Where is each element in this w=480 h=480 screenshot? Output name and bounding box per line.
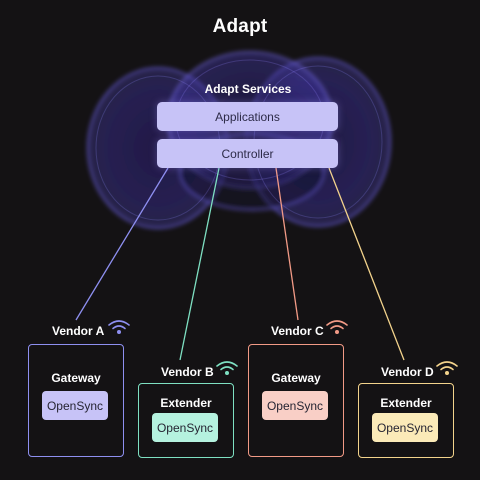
connector-vendor-c [275,167,299,321]
device-type-label: Extender [160,396,212,410]
opensync-chip: OpenSync [372,413,438,442]
wifi-icon [326,320,348,334]
device-extender-d: Extender OpenSync [358,383,454,458]
device-extender-b: Extender OpenSync [138,383,234,458]
vendor-c-label: Vendor C [271,324,324,338]
device-type-label: Gateway [51,371,101,385]
connector-vendor-d [328,167,405,361]
diagram-title: Adapt [212,16,268,37]
controller-bar: Controller [157,139,338,168]
wifi-icon [436,361,458,375]
opensync-chip: OpenSync [262,391,328,420]
services-label: Adapt Services [204,82,292,96]
wifi-icon [108,320,130,334]
applications-bar: Applications [157,102,338,131]
opensync-chip: OpenSync [42,391,108,420]
device-gateway-c: Gateway OpenSync [248,344,344,457]
opensync-chip: OpenSync [152,413,218,442]
vendor-b-label: Vendor B [161,365,214,379]
connector-vendor-b [179,167,220,361]
vendor-d-label: Vendor D [381,365,434,379]
device-gateway-a: Gateway OpenSync [28,344,124,457]
device-type-label: Gateway [271,371,321,385]
connector-vendor-a [75,167,169,321]
connector-lines [75,167,405,361]
wifi-icon [216,361,238,375]
vendor-a-label: Vendor A [52,324,105,338]
device-type-label: Extender [380,396,432,410]
